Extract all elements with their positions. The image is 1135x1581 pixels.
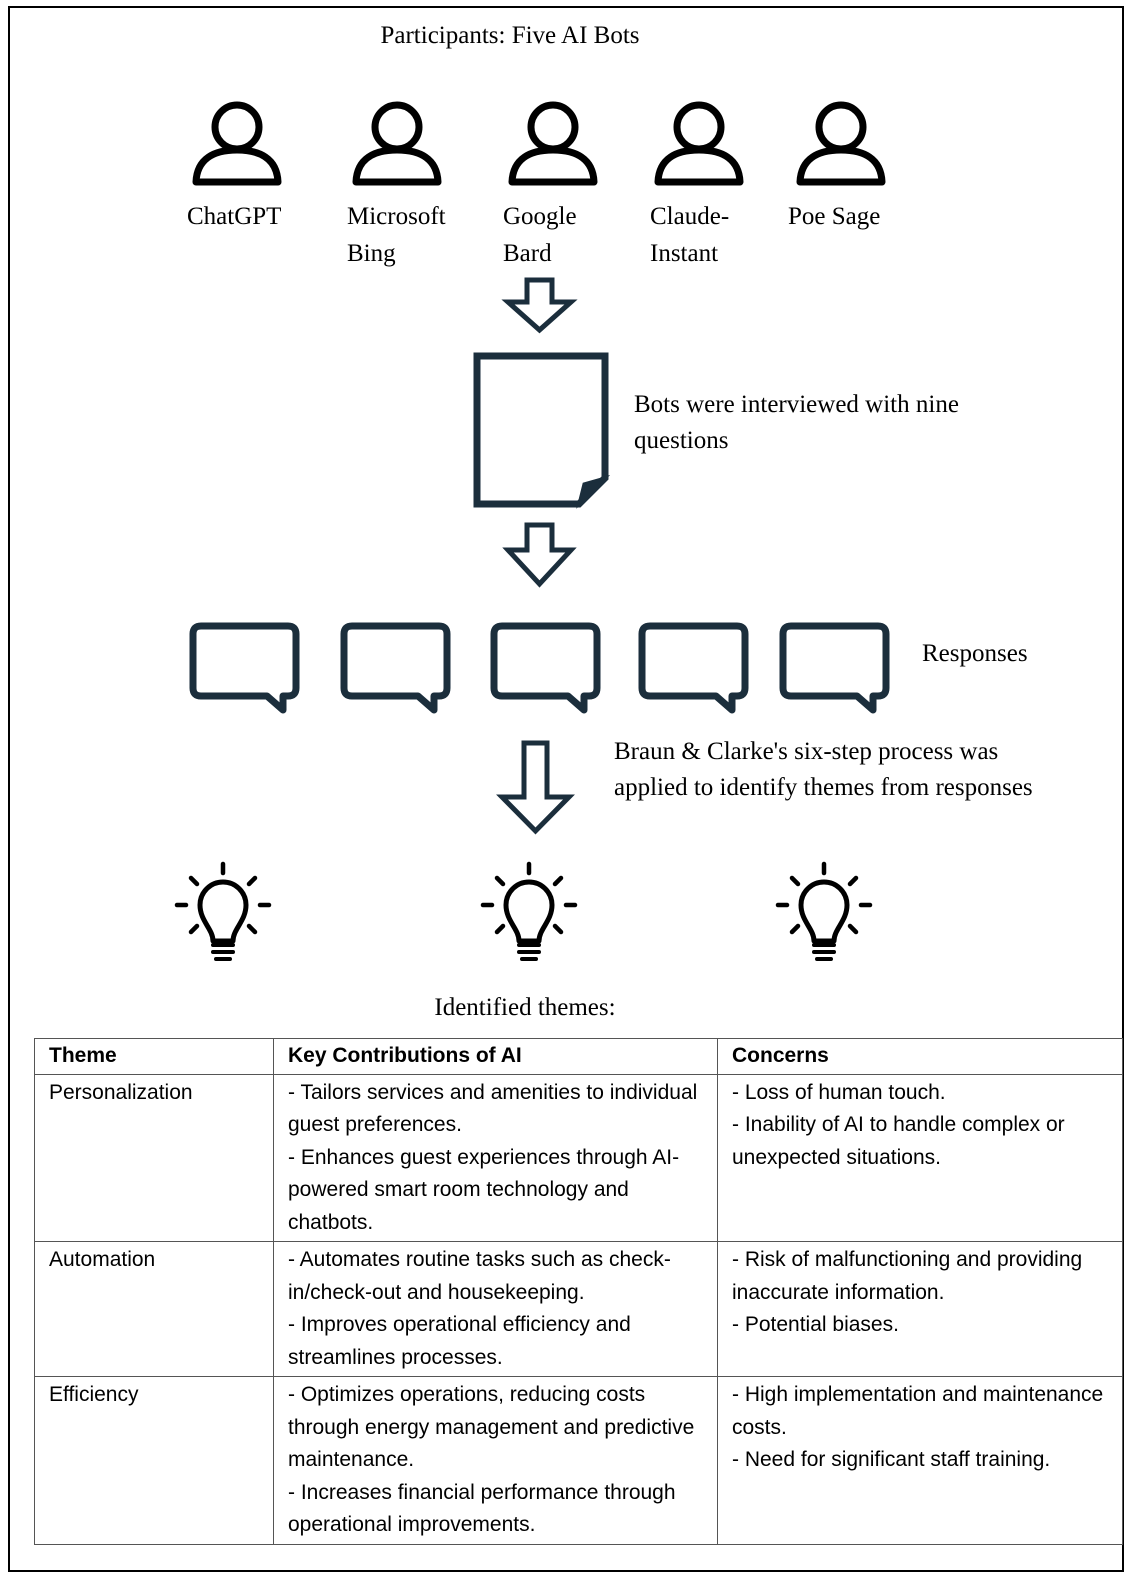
diagram-title: Participants: Five AI Bots xyxy=(380,22,640,49)
speech-bubble-icon xyxy=(490,622,601,714)
concern-item: - Potential biases. xyxy=(732,1313,899,1336)
person-icon xyxy=(508,101,598,186)
contribution-item: - Optimizes operations, reducing costs t… xyxy=(288,1383,695,1471)
figure-frame xyxy=(8,6,1124,1572)
concern-item: - Risk of malfunctioning and providing i… xyxy=(732,1248,1083,1304)
person-icon xyxy=(654,101,744,186)
speech-bubble-icon xyxy=(638,622,749,714)
interview-note: Bots were interviewed with nine question… xyxy=(634,391,959,454)
contribution-item: - Tailors services and amenities to indi… xyxy=(288,1080,698,1137)
person-icon xyxy=(796,101,886,186)
analysis-note: Braun & Clarke's six-step process was ap… xyxy=(614,738,1033,801)
lightbulb-icon xyxy=(480,861,578,961)
table-header-row: Theme Key Contributions of AI Concerns xyxy=(34,1038,1123,1075)
participant-label-poe: Poe Sage xyxy=(788,203,881,230)
theme-cell: Efficiency xyxy=(34,1376,274,1545)
participant-label-chatgpt: ChatGPT xyxy=(187,203,282,230)
speech-bubble-icon xyxy=(340,622,451,714)
concern-item: - Inability of AI to handle complex or u… xyxy=(732,1113,1065,1169)
table-row: Automation - Automates routine tasks suc… xyxy=(34,1241,1123,1377)
concerns-cell: - Loss of human touch. - Inability of AI… xyxy=(717,1073,1123,1242)
down-arrow-icon xyxy=(502,522,577,588)
themes-table: Theme Key Contributions of AI Concerns P… xyxy=(34,1038,1123,1545)
responses-bubbles xyxy=(189,622,890,714)
person-icon xyxy=(352,101,442,186)
lightbulb-icon xyxy=(174,861,272,961)
document-icon xyxy=(473,352,611,509)
participant-label-bard: Google Bard xyxy=(503,203,577,267)
contribution-item: - Automates routine tasks such as check-… xyxy=(288,1248,671,1304)
themes-lightbulbs xyxy=(174,861,873,961)
down-arrow-icon xyxy=(501,277,578,334)
lightbulb-icon xyxy=(775,861,873,961)
theme-cell: Automation xyxy=(34,1241,274,1377)
column-header-contributions: Key Contributions of AI xyxy=(273,1038,718,1075)
themes-caption: Identified themes: xyxy=(434,994,616,1021)
contribution-item: - Improves operational efficiency and st… xyxy=(288,1313,631,1369)
column-header-theme: Theme xyxy=(34,1038,274,1075)
table-row: Personalization - Tailors services and a… xyxy=(34,1073,1123,1242)
concerns-cell: - Risk of malfunctioning and providing i… xyxy=(717,1241,1123,1377)
contribution-item: - Increases financial performance throug… xyxy=(288,1480,676,1537)
contributions-cell: - Tailors services and amenities to indi… xyxy=(273,1073,718,1242)
contributions-cell: - Automates routine tasks such as check-… xyxy=(273,1241,718,1377)
contribution-item: - Enhances guest experiences through AI-… xyxy=(288,1145,680,1234)
column-header-concerns: Concerns xyxy=(717,1038,1123,1075)
speech-bubble-icon xyxy=(189,622,300,714)
participant-label-claude: Claude- Instant xyxy=(650,203,730,267)
down-arrow-icon xyxy=(496,740,575,835)
participant-label-bing: Microsoft Bing xyxy=(347,203,446,267)
responses-label: Responses xyxy=(922,640,1028,667)
concern-item: - Loss of human touch. xyxy=(732,1080,946,1104)
person-icon xyxy=(192,101,282,186)
theme-cell: Personalization xyxy=(34,1073,274,1242)
concern-item: - Need for significant staff training. xyxy=(732,1448,1051,1471)
table-row: Efficiency - Optimizes operations, reduc… xyxy=(34,1376,1123,1545)
concerns-cell: - High implementation and maintenance co… xyxy=(717,1376,1123,1545)
speech-bubble-icon xyxy=(779,622,890,714)
participants-icons xyxy=(192,101,886,186)
concern-item: - High implementation and maintenance co… xyxy=(732,1383,1104,1439)
contributions-cell: - Optimizes operations, reducing costs t… xyxy=(273,1376,718,1545)
